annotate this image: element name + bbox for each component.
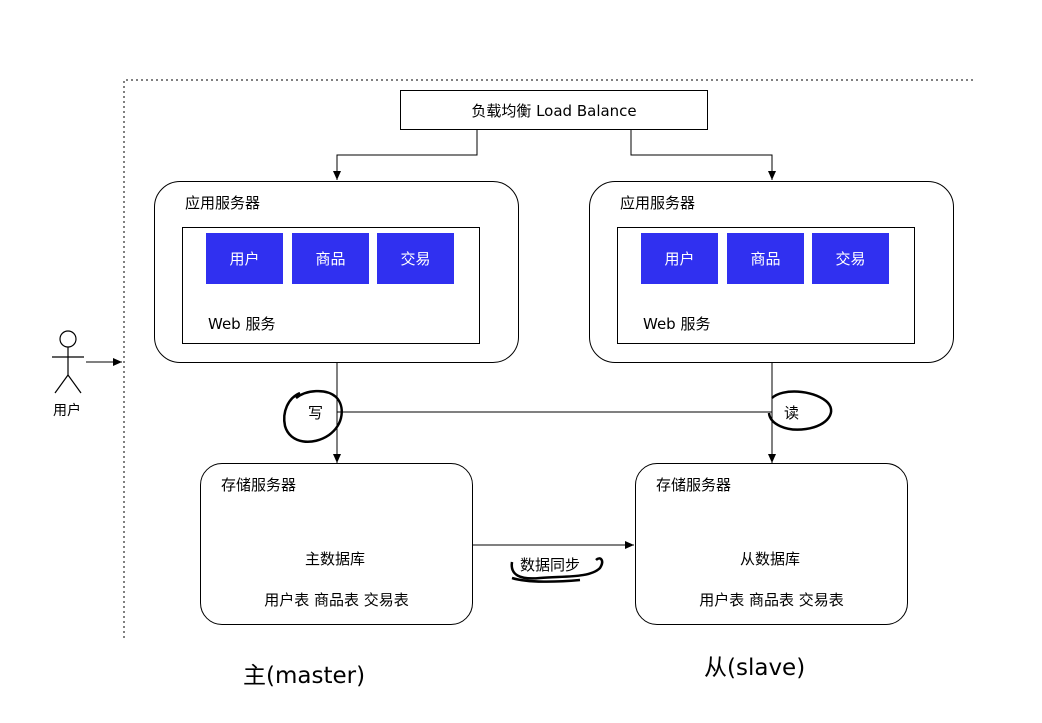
module-user: 用户 bbox=[206, 233, 283, 284]
write-scribble bbox=[283, 389, 343, 443]
sync-label: 数据同步 bbox=[520, 556, 581, 574]
write-label: 写 bbox=[308, 404, 324, 422]
load-balancer-box: 负载均衡 Load Balance bbox=[400, 90, 708, 130]
storage-server-title: 存储服务器 bbox=[221, 476, 297, 494]
read-label: 读 bbox=[784, 404, 800, 422]
app-server-title: 应用服务器 bbox=[185, 194, 261, 212]
web-service-label: Web 服务 bbox=[208, 315, 276, 333]
lb-to-app-right-arrow bbox=[630, 130, 776, 180]
app-server-right: 应用服务器 用户 商品 交易 Web 服务 bbox=[589, 181, 954, 363]
read-scribble bbox=[767, 390, 833, 431]
module-trade: 交易 bbox=[377, 233, 454, 284]
web-service-box: 用户 商品 交易 Web 服务 bbox=[617, 227, 915, 344]
module-product: 商品 bbox=[727, 233, 804, 284]
user-actor-icon bbox=[52, 330, 84, 394]
load-balancer-label: 负载均衡 Load Balance bbox=[471, 101, 637, 120]
master-db-label: 主数据库 bbox=[305, 550, 366, 568]
user-actor-label: 用户 bbox=[53, 403, 81, 419]
module-user: 用户 bbox=[641, 233, 718, 284]
master-db-tables: 用户表 商品表 交易表 bbox=[264, 591, 409, 609]
app-server-left: 应用服务器 用户 商品 交易 Web 服务 bbox=[154, 181, 519, 363]
slave-db-label: 从数据库 bbox=[740, 550, 801, 568]
sync-scribble bbox=[510, 557, 604, 583]
system-boundary bbox=[123, 79, 975, 638]
web-service-box: 用户 商品 交易 Web 服务 bbox=[182, 227, 480, 344]
storage-server-master: 存储服务器 主数据库 用户表 商品表 交易表 bbox=[200, 463, 473, 625]
slave-caption: 从(slave) bbox=[704, 655, 806, 681]
app-server-title: 应用服务器 bbox=[620, 194, 696, 212]
storage-server-slave: 存储服务器 从数据库 用户表 商品表 交易表 bbox=[635, 463, 908, 625]
storage-server-title: 存储服务器 bbox=[656, 476, 732, 494]
module-trade: 交易 bbox=[812, 233, 889, 284]
master-caption: 主(master) bbox=[243, 663, 366, 689]
slave-db-tables: 用户表 商品表 交易表 bbox=[699, 591, 844, 609]
module-product: 商品 bbox=[292, 233, 369, 284]
lb-to-app-left-arrow bbox=[333, 130, 478, 180]
web-service-label: Web 服务 bbox=[643, 315, 711, 333]
